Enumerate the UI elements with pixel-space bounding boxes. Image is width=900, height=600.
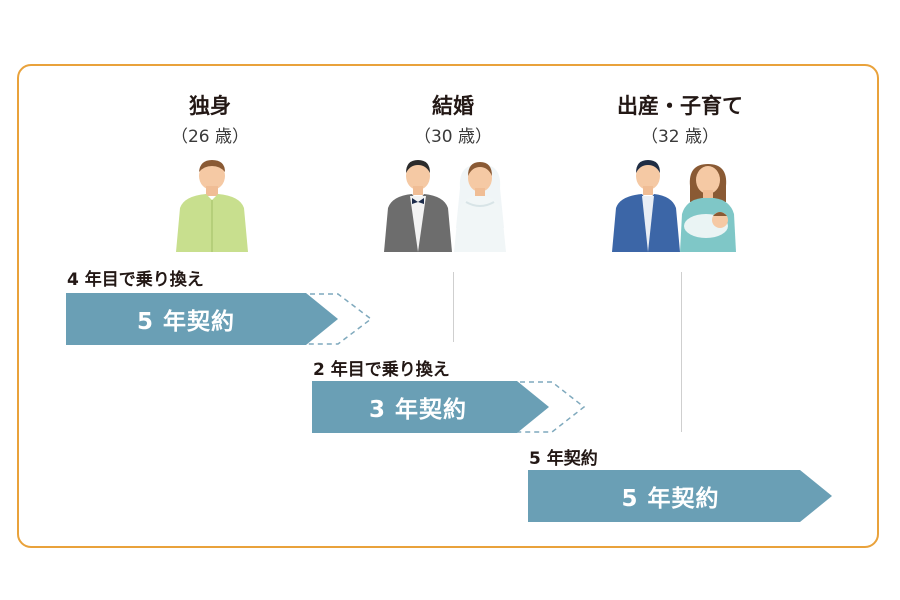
diagram-frame	[17, 64, 879, 548]
bride-groom-icon	[384, 160, 506, 252]
contract-label-2: 3 年契約	[368, 397, 467, 423]
contract-label-1: 5 年契約	[136, 309, 235, 335]
contract-caption-2: 2 年目で乗り換え	[313, 360, 450, 380]
family-with-baby-icon	[612, 160, 736, 252]
stage-title-single: 独身	[189, 94, 231, 118]
stage-guide-line	[453, 272, 454, 342]
contract-caption-3: 5 年契約	[529, 449, 598, 469]
stage-age-childbirth: （32 歳）	[640, 127, 720, 147]
stage-title-childbirth: 出産・子育て	[617, 94, 743, 118]
contract-caption-1: 4 年目で乗り換え	[67, 270, 204, 290]
contract-arrow-3	[528, 470, 832, 522]
stage-guide-line	[681, 272, 682, 432]
contract-label-3: 5 年契約	[621, 486, 720, 512]
single-man-icon	[176, 160, 248, 252]
contract-arrow-2	[312, 381, 586, 433]
contract-arrow-1	[66, 293, 373, 345]
stage-age-single: （26 歳）	[170, 127, 250, 147]
stage-title-marriage: 結婚	[432, 94, 474, 118]
stage-age-marriage: （30 歳）	[413, 127, 493, 147]
